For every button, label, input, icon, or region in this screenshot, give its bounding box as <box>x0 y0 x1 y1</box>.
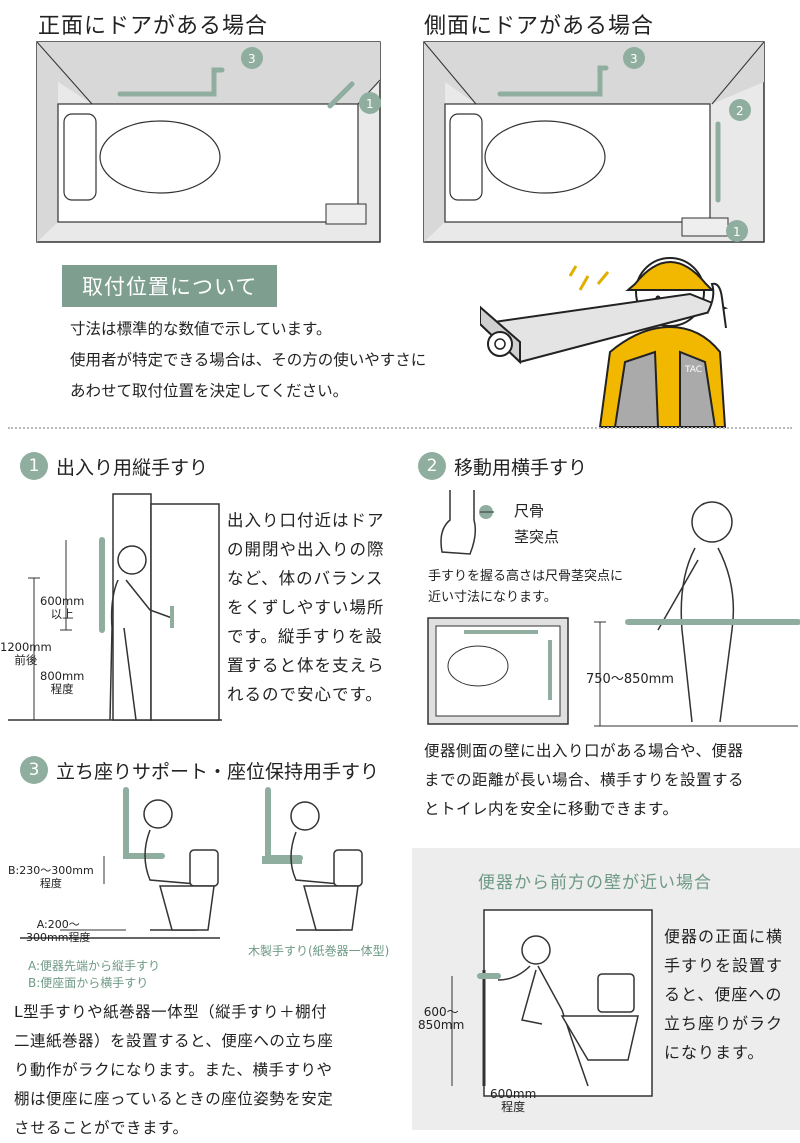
front-wall-distance: 600mm 程度 <box>490 1088 536 1114</box>
fw-height-unit: 850mm <box>418 1018 465 1032</box>
sec1-heading: 1 出入り用縦手すり <box>20 452 208 480</box>
wood-label: 木製手すり(紙巻器一体型) <box>248 944 390 958</box>
fw-line: 手すりを設置す <box>664 956 784 975</box>
sec2-illustration <box>427 490 800 727</box>
sec2-height: 750～850mm <box>586 672 674 687</box>
sec2-note-line: 近い寸法になります。 <box>428 590 557 605</box>
sec3-title: 立ち座りサポート・座位保持用手すり <box>56 760 380 783</box>
sec2-line: 便器側面の壁に出入り口がある場合や、便器 <box>424 742 744 760</box>
sec3-number: 3 <box>20 756 48 784</box>
sec1-text: 出入り口付近はドア の開閉や出入りの際 など、体のバランス をくずしやすい場所 … <box>227 506 407 709</box>
fw-dist-value: 600mm <box>490 1087 537 1101</box>
worker-illustration: TAC <box>480 257 729 428</box>
sec1-line: れるので安心です。 <box>227 685 383 704</box>
dim-total-value: 1200mm <box>0 640 52 654</box>
sec1-line: 置すると体を支えら <box>227 656 385 675</box>
front-wall-title: 便器から前方の壁が近い場合 <box>478 873 712 893</box>
front-door-title: 正面にドアがある場合 <box>38 14 269 39</box>
dim-a-note: 300mm程度 <box>26 931 91 944</box>
legend-b: B:便座面から横手すり <box>28 976 149 990</box>
vest-label: TAC <box>684 365 702 375</box>
bone-label-line: 茎突点 <box>514 528 560 546</box>
sec2-number: 2 <box>418 452 446 480</box>
sec3-heading: 3 立ち座りサポート・座位保持用手すり <box>20 756 379 784</box>
front-door-plan: 3 1 <box>36 41 381 243</box>
floor-plans: 3 1 3 2 1 <box>36 41 765 243</box>
marker-1b: 1 <box>733 225 741 239</box>
dim-lower-note: 程度 <box>50 682 74 696</box>
dim-upper-note: 以上 <box>50 607 74 621</box>
fw-dist-note: 程度 <box>501 1100 526 1114</box>
sec3-legend: A:便器先端から縦手すり B:便座面から横手すり <box>28 958 160 992</box>
dim-lower-value: 800mm <box>40 669 85 683</box>
fw-line: ると、便座への <box>664 985 783 1004</box>
dim-upper-value: 600mm <box>40 594 85 608</box>
bone-label: 尺骨 茎突点 <box>514 498 559 550</box>
sec1-line: の開閉や出入りの際 <box>227 540 385 559</box>
sec2-note: 手すりを握る高さは尺骨茎突点に 近い寸法になります。 <box>428 566 623 608</box>
fw-line: 立ち座りがラク <box>664 1014 784 1033</box>
front-wall-height: 600～ 850mm <box>418 1006 464 1032</box>
sec3-dim-b: B:230～300mm 程度 <box>8 864 94 890</box>
sec2-line: までの距離が長い場合、横手すりを設置する <box>424 771 745 789</box>
sec1-title: 出入り用縦手すり <box>56 456 209 479</box>
dim-a-value: A:200～ <box>36 918 80 931</box>
mounting-line: 寸法は標準的な数値で示しています。 <box>70 320 332 338</box>
bone-label-line: 尺骨 <box>514 502 545 520</box>
side-door-plan: 3 2 1 <box>423 41 765 243</box>
sec3-line: させることができます。 <box>14 1119 189 1137</box>
sec1-line: です。縦手すりを設 <box>227 627 383 646</box>
sec2-note-line: 手すりを握る高さは尺骨茎突点に <box>428 569 624 584</box>
fw-line: になります。 <box>664 1043 765 1062</box>
fw-height-value: 600～ <box>423 1005 459 1019</box>
side-door-title: 側面にドアがある場合 <box>424 14 655 39</box>
sec2-line: とトイレ内を安全に移動できます。 <box>424 800 679 818</box>
sec3-text: L型手すりや紙巻器一体型（縦手すり＋棚付 二連紙巻器）を設置すると、便座への立ち… <box>14 998 394 1143</box>
marker-1: 1 <box>366 97 374 111</box>
mounting-line: 使用者が特定できる場合は、その方の使いやすさに <box>70 351 427 369</box>
legend-a: A:便器先端から縦手すり <box>28 959 161 973</box>
sec1-dim-lower: 800mm 程度 <box>40 670 84 696</box>
sec2-title: 移動用横手すり <box>454 456 588 479</box>
front-wall-illustration <box>451 909 653 1097</box>
sec1-line: をくずしやすい場所 <box>227 598 385 617</box>
marker-3b: 3 <box>630 52 638 66</box>
sec2-heading: 2 移動用横手すり <box>418 452 587 480</box>
dim-b-note: 程度 <box>39 877 62 890</box>
sec3-illustration <box>20 787 363 939</box>
marker-2: 2 <box>736 104 744 118</box>
sec1-illustration <box>8 493 222 721</box>
dim-total-note: 前後 <box>14 653 38 667</box>
sec3-line: 棚は便座に座っているときの座位姿勢を安定 <box>14 1090 334 1108</box>
sec1-dim-upper: 600mm 以上 <box>40 595 84 621</box>
sec2-text: 便器側面の壁に出入り口がある場合や、便器 までの距離が長い場合、横手すりを設置す… <box>424 737 796 824</box>
mounting-text: 寸法は標準的な数値で示しています。 使用者が特定できる場合は、その方の使いやすさ… <box>70 314 490 407</box>
mounting-line: あわせて取付位置を決定してください。 <box>70 382 349 400</box>
sec3-line: り動作がラクになります。また、横手すりや <box>14 1061 333 1079</box>
dim-b-value: B:230～300mm <box>8 864 94 877</box>
front-wall-text: 便器の正面に横 手すりを設置す ると、便座への 立ち座りがラク になります。 <box>664 922 796 1067</box>
divider <box>8 427 792 429</box>
mounting-badge: 取付位置について <box>62 265 278 307</box>
fw-line: 便器の正面に横 <box>664 927 784 946</box>
sec3-line: L型手すりや紙巻器一体型（縦手すり＋棚付 <box>14 1003 328 1021</box>
sec3-line: 二連紙巻器）を設置すると、便座への立ち座 <box>14 1032 334 1050</box>
sec1-line: 出入り口付近はドア <box>227 511 385 530</box>
sec3-dim-a: A:200～ 300mm程度 <box>26 918 90 944</box>
sec1-line: など、体のバランス <box>227 569 384 588</box>
sec1-dim-total: 1200mm 前後 <box>0 641 52 667</box>
sec1-number: 1 <box>20 452 48 480</box>
marker-3: 3 <box>248 52 256 66</box>
